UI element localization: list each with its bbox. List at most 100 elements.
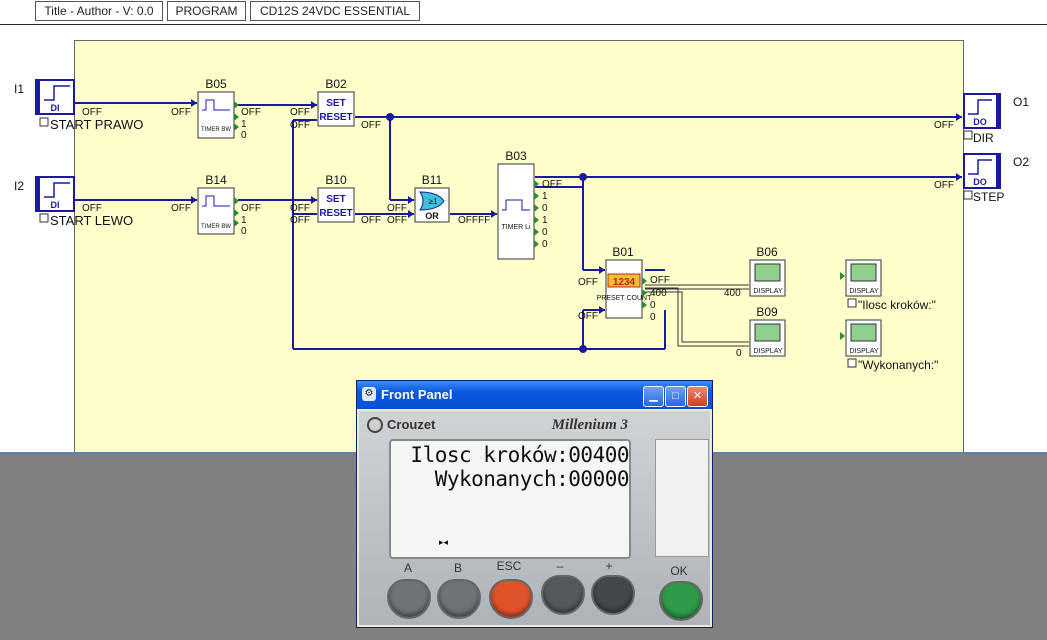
output-o2[interactable]: OFF DO O2 STEP (934, 153, 1029, 204)
timer-icon (202, 99, 230, 111)
block-b14-in-0: OFF (171, 203, 191, 214)
lcd-cursor: ▸◂ (439, 537, 449, 547)
output-o1-state: OFF (934, 120, 954, 131)
block-b10-reset: RESET (319, 208, 352, 219)
key-a-button[interactable] (387, 579, 431, 619)
block-b03-body[interactable] (497, 163, 535, 260)
lcd-screen: Ilosc kroków:00400 Wykonanych:00000 ▸◂ (389, 439, 631, 559)
input-i2[interactable]: I2 DI START LEWO OFF (14, 176, 133, 228)
display-screen-icon (754, 263, 781, 282)
key-esc-button[interactable] (489, 579, 533, 619)
step-icon (968, 159, 992, 175)
input-i1[interactable]: I1 DI START PRAWO OFF (14, 79, 143, 132)
step-icon (44, 85, 70, 101)
block-b09-value: 0 (736, 348, 742, 359)
display-wykonanych[interactable]: DISPLAY "Wykonanych:" (840, 319, 938, 372)
key-minus-button[interactable] (541, 575, 585, 615)
display-kind: DISPLAY (849, 288, 878, 295)
output-o2-state: OFF (934, 180, 954, 191)
display-checkbox[interactable] (847, 358, 857, 368)
display-screen-icon (850, 323, 877, 342)
block-b02-set-reset[interactable]: B02 SET RESET OFF OFF OFF (290, 77, 381, 131)
block-b02-label: B02 (325, 77, 347, 91)
block-b05-label: B05 (205, 77, 227, 91)
output-o1[interactable]: OFF DO O1 DIR (934, 93, 1029, 145)
model-name: Millenium 3 (551, 417, 628, 433)
key-minus-label: – (556, 559, 564, 573)
block-b09-label: B09 (756, 305, 778, 319)
display-checkbox[interactable] (847, 298, 857, 308)
block-b14-timer[interactable]: B14 TIMER BW OFF OFF 1 0 (171, 173, 261, 237)
key-b-button[interactable] (437, 579, 481, 619)
key-esc-label: ESC (496, 559, 522, 573)
block-b02-in-1: OFF (290, 120, 310, 131)
block-b05-out-2: 0 (241, 130, 247, 141)
display-screen-icon (754, 323, 781, 342)
minimize-button[interactable]: ▁ (643, 386, 664, 407)
block-b10-body[interactable] (317, 187, 355, 223)
block-b03-label: B03 (505, 149, 527, 163)
block-b02-body[interactable] (317, 91, 355, 127)
block-b10-in-0: OFF (290, 203, 310, 214)
block-b03-kind: TIMER Li (501, 224, 531, 231)
block-b14-out-2: 0 (241, 226, 247, 237)
output-o2-type: DO (973, 177, 987, 187)
timer-icon (202, 195, 230, 207)
block-b06-value: 400 (724, 288, 741, 299)
block-b11-out: OFFFF (458, 215, 490, 226)
input-i2-state: OFF (82, 203, 102, 214)
output-o2-comment: STEP (973, 190, 1004, 204)
output-o2-checkbox[interactable] (963, 190, 973, 200)
display-ilosc-krokow[interactable]: DISPLAY "Ilosc kroków:" (840, 259, 936, 312)
input-i1-comment: START PRAWO (50, 117, 143, 132)
output-o1-checkbox[interactable] (963, 130, 973, 140)
controller-faceplate: Crouzet Millenium 3 Ilosc kroków:00400 W… (359, 411, 710, 625)
tab-program[interactable]: PROGRAM (167, 1, 246, 21)
input-i1-state: OFF (82, 107, 102, 118)
block-b03-out-5: 0 (542, 239, 548, 250)
maximize-button[interactable]: □ (665, 386, 686, 407)
block-b06-display[interactable]: B06 DISPLAY 400 (724, 245, 786, 299)
block-b09-kind: DISPLAY (753, 348, 782, 355)
key-a-label: A (403, 561, 412, 575)
close-button[interactable]: ✕ (687, 386, 708, 407)
front-panel-titlebar[interactable]: ⚙ Front Panel ▁ □ ✕ (357, 381, 712, 409)
key-plus-label: + (605, 559, 613, 573)
block-b05-kind: TIMER BW (201, 127, 231, 133)
key-ok-button[interactable] (659, 581, 703, 621)
front-panel-window[interactable]: ⚙ Front Panel ▁ □ ✕ Crouzet Millenium 3 … (356, 380, 713, 628)
block-b01-display: 1234 (613, 277, 636, 288)
block-b14-label: B14 (205, 173, 227, 187)
tab-title-author[interactable]: Title - Author - V: 0.0 (35, 1, 163, 21)
block-b10-label: B10 (325, 173, 347, 187)
block-b01-out-0: OFF (650, 275, 670, 286)
app-icon: ⚙ (362, 387, 376, 401)
block-b01-label: B01 (612, 245, 634, 259)
block-b09-display[interactable]: B09 DISPLAY 0 (736, 305, 786, 359)
block-b11-or[interactable]: B11 ≥1 OR OFF OFF OFFFF (387, 173, 490, 226)
block-b02-out: OFF (361, 120, 381, 131)
output-o1-comment: DIR (973, 131, 994, 145)
display-screen-icon (850, 263, 877, 282)
block-b05-body[interactable] (197, 91, 235, 139)
block-b02-reset: RESET (319, 112, 352, 123)
input-i1-type: DI (51, 103, 60, 113)
block-b05-out-1: 1 (241, 119, 247, 130)
tab-controller-model[interactable]: CD12S 24VDC ESSENTIAL (250, 1, 420, 21)
step-icon (968, 99, 992, 115)
block-b01-body[interactable] (605, 259, 643, 319)
block-b01-counter[interactable]: B01 1234 PRESET COUNT OFF OFF OFF 400 0 … (578, 245, 670, 323)
block-b05-timer[interactable]: B05 TIMER BW OFF OFF 1 0 (171, 77, 261, 141)
input-i2-checkbox[interactable] (39, 213, 49, 223)
key-plus-button[interactable] (591, 575, 635, 615)
block-b10-set-reset[interactable]: B10 SET RESET OFF OFF OFF (290, 173, 381, 226)
input-i1-checkbox[interactable] (39, 117, 49, 127)
display-comment: "Ilosc kroków:" (858, 298, 936, 312)
block-b03-timer[interactable]: B03 TIMER Li OFF 1 0 1 0 0 (497, 149, 562, 260)
display-kind: DISPLAY (849, 348, 878, 355)
value-links (645, 284, 749, 347)
block-b05-in-0: OFF (171, 107, 191, 118)
block-b05-out-0: OFF (241, 107, 261, 118)
block-b06-label: B06 (756, 245, 778, 259)
